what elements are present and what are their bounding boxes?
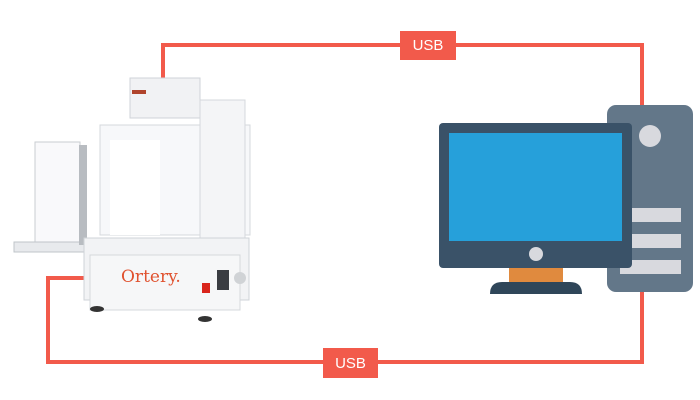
usb-label-top: USB — [400, 31, 456, 60]
photo-booth-device — [13, 77, 251, 322]
usb-label-bottom: USB — [323, 348, 378, 378]
brand-logo: Ortery. — [121, 267, 181, 287]
power-switch — [202, 283, 210, 293]
monitor-screen — [449, 133, 622, 241]
usb-cable-bottom — [46, 276, 644, 364]
desktop-computer — [439, 105, 693, 294]
